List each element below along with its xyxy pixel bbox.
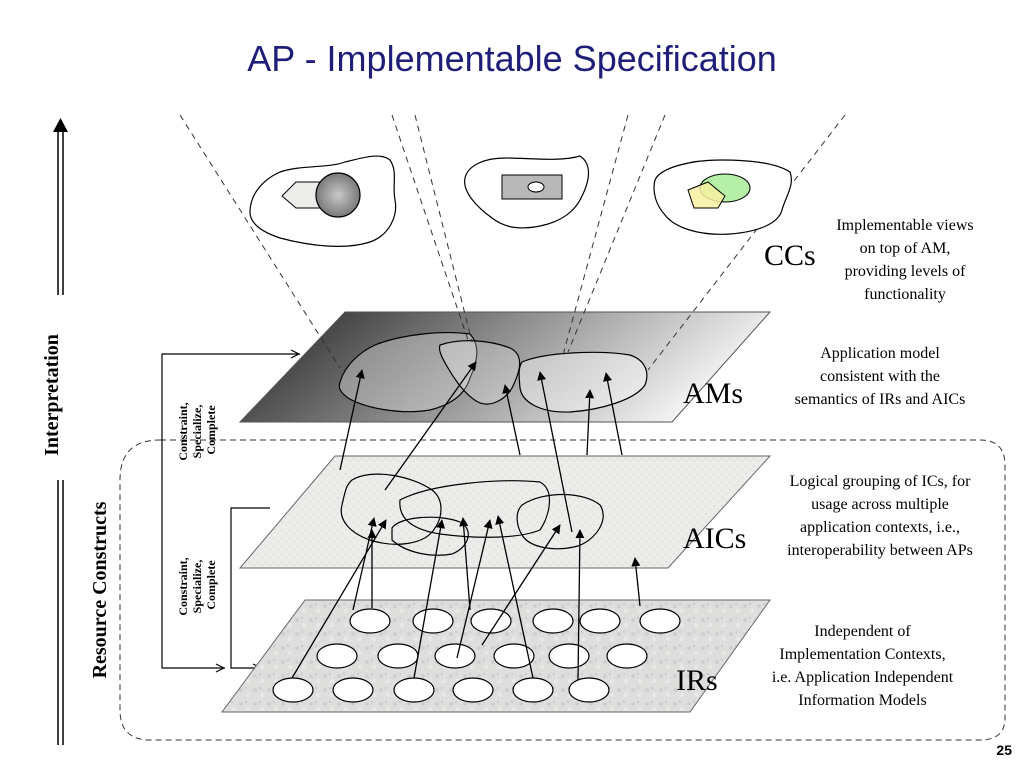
aics-desc-line-1: Logical grouping of ICs, for (789, 473, 971, 490)
constraint-upper-line-2: Specialize, (190, 405, 204, 459)
arrows (291, 361, 641, 681)
ccs-desc-line-4: functionality (864, 286, 946, 303)
interpretation-label: Interpretation (41, 334, 63, 456)
ccs-desc-line-3: providing levels of (844, 263, 966, 280)
dependency-arrow (459, 517, 471, 611)
ir-ellipse (579, 608, 621, 634)
dependency-arrow (585, 389, 595, 456)
ams-desc-line-3: semantics of IRs and AICs (794, 391, 966, 408)
ir-ellipse (412, 608, 454, 634)
ir-ellipse (512, 677, 554, 703)
ir-ellipse (532, 608, 574, 634)
aics-desc-line-3: application contexts, i.e., (800, 519, 960, 536)
dependency-arrow (481, 524, 561, 646)
am-plane (238, 311, 772, 423)
ir-ellipse (332, 677, 374, 703)
dependency-arrow (603, 372, 623, 456)
ccs-desc-line-1: Implementable views (836, 217, 974, 234)
layer-label-irs: IRs (676, 664, 718, 697)
up-arrow-icon (53, 118, 68, 132)
resource-constructs-label: Resource Constructs (89, 501, 111, 678)
ir-plane (221, 599, 771, 713)
svg-text:Constraint, Specialize,: Constraint, Specialize, Complete (176, 554, 218, 615)
irs-desc-line-3: i.e. Application Independent (771, 669, 954, 686)
ir-ellipses (272, 608, 681, 703)
view-projection-lines (179, 114, 846, 371)
ir-ellipse (434, 643, 476, 669)
layer-label-ams: AMs (683, 377, 743, 410)
dependency-arrow (502, 384, 521, 456)
irs-description: Independent of Implementation Contexts, … (745, 620, 980, 712)
aics-description: Logical grouping of ICs, for usage acros… (760, 470, 1000, 562)
ams-desc-line-1: Application model (820, 345, 940, 362)
cc-view-2 (464, 155, 590, 229)
ir-ellipse (493, 643, 535, 669)
ccs-desc-line-2: on top of AM, (859, 240, 951, 257)
constraint-lower-line-3: Complete (204, 560, 218, 610)
ir-ellipse (470, 608, 512, 634)
ir-ellipse (452, 677, 494, 703)
cc-view-3 (653, 159, 792, 235)
svg-text:Constraint, Specialize,: Constraint, Specialize, Complete (176, 399, 218, 460)
constraint-upper-line-3: Complete (204, 405, 218, 455)
layer-label-ccs: CCs (764, 239, 816, 272)
interpretation-axis: Interpretation Resource Constructs (40, 118, 120, 745)
dependency-arrow (575, 529, 585, 681)
layer-label-aics: AICs (683, 522, 746, 555)
cc-view-1 (249, 155, 397, 247)
ccs-description: Implementable views on top of AM, provid… (815, 214, 995, 306)
irs-desc-line-4: Information Models (798, 692, 927, 709)
constraint-lower-line-2: Specialize, (190, 560, 204, 614)
ams-description: Application model consistent with the se… (765, 342, 995, 411)
slide-title: AP - Implementable Specification (247, 38, 777, 79)
irs-desc-line-1: Independent of (814, 623, 911, 640)
dependency-arrow (456, 519, 493, 659)
constraint-lower-line-1: Constraint, (176, 557, 190, 615)
ir-ellipse (349, 608, 391, 634)
ams-desc-line-2: consistent with the (820, 368, 940, 385)
ir-ellipse (272, 677, 314, 703)
ir-ellipse (377, 643, 419, 669)
ir-ellipse (606, 643, 648, 669)
ir-ellipse (316, 643, 358, 669)
dependency-arrow (384, 361, 477, 491)
page-number: 25 (996, 742, 1012, 758)
aics-desc-line-2: usage across multiple (811, 496, 949, 513)
constraint-upper-line-1: Constraint, (176, 402, 190, 460)
dependency-arrow (631, 557, 641, 607)
dependency-arrow (339, 369, 365, 471)
dependency-arrow (291, 519, 387, 679)
ir-ellipse (568, 677, 610, 703)
dependency-arrow (495, 515, 534, 679)
irs-desc-line-2: Implementation Contexts, (779, 646, 946, 663)
dependency-arrow (413, 519, 446, 679)
aics-desc-line-4: interoperability between APs (787, 542, 973, 559)
ir-ellipse (548, 643, 590, 669)
dependency-arrow (537, 371, 573, 533)
ir-ellipse (393, 677, 435, 703)
ir-ellipse (639, 608, 681, 634)
